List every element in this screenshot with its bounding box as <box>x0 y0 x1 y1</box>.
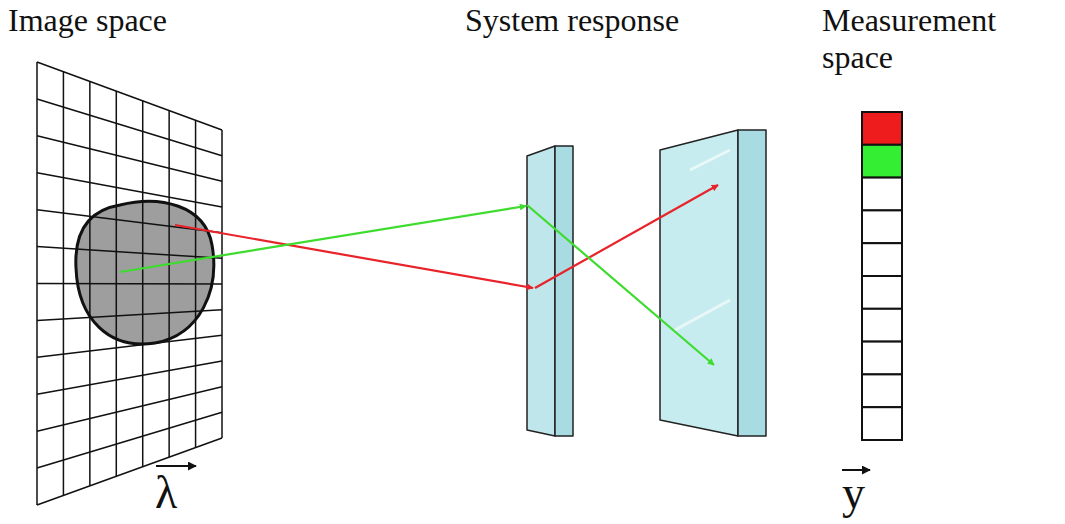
vector-cell <box>862 309 902 342</box>
panel-title: Image space <box>8 2 308 39</box>
vector-arrow <box>156 465 196 467</box>
vector-cell <box>862 243 902 276</box>
grid-line <box>37 310 222 321</box>
light-rays <box>120 185 718 365</box>
vector-cell <box>862 374 902 407</box>
measurement-vector <box>862 112 902 440</box>
grid-line <box>37 283 222 285</box>
vector-cell <box>862 210 902 243</box>
optic-plate <box>527 146 573 436</box>
grid-line <box>37 335 222 357</box>
grid-line <box>37 361 222 394</box>
vector-cell <box>862 407 902 440</box>
grid-line <box>37 99 222 156</box>
vector-cell <box>862 276 902 309</box>
vector-symbol: y <box>842 467 892 520</box>
grid-line <box>37 62 222 130</box>
grid-line <box>37 438 222 505</box>
grid-line <box>37 173 222 207</box>
image-grid <box>37 62 222 505</box>
light-ray <box>527 205 714 365</box>
vector-symbol: λ <box>155 467 215 520</box>
vector-cell <box>862 178 902 211</box>
panel-title: Measurement space <box>822 2 1037 76</box>
light-ray <box>120 206 526 272</box>
vector-cell <box>862 112 902 145</box>
grid-line <box>37 136 222 182</box>
grid-line <box>37 247 222 259</box>
panel-title: System response <box>465 2 765 39</box>
grid-line <box>37 412 222 468</box>
vector-cell <box>862 342 902 375</box>
vector-cell <box>862 145 902 178</box>
grid-line <box>37 387 222 432</box>
optic-plate <box>660 130 766 436</box>
